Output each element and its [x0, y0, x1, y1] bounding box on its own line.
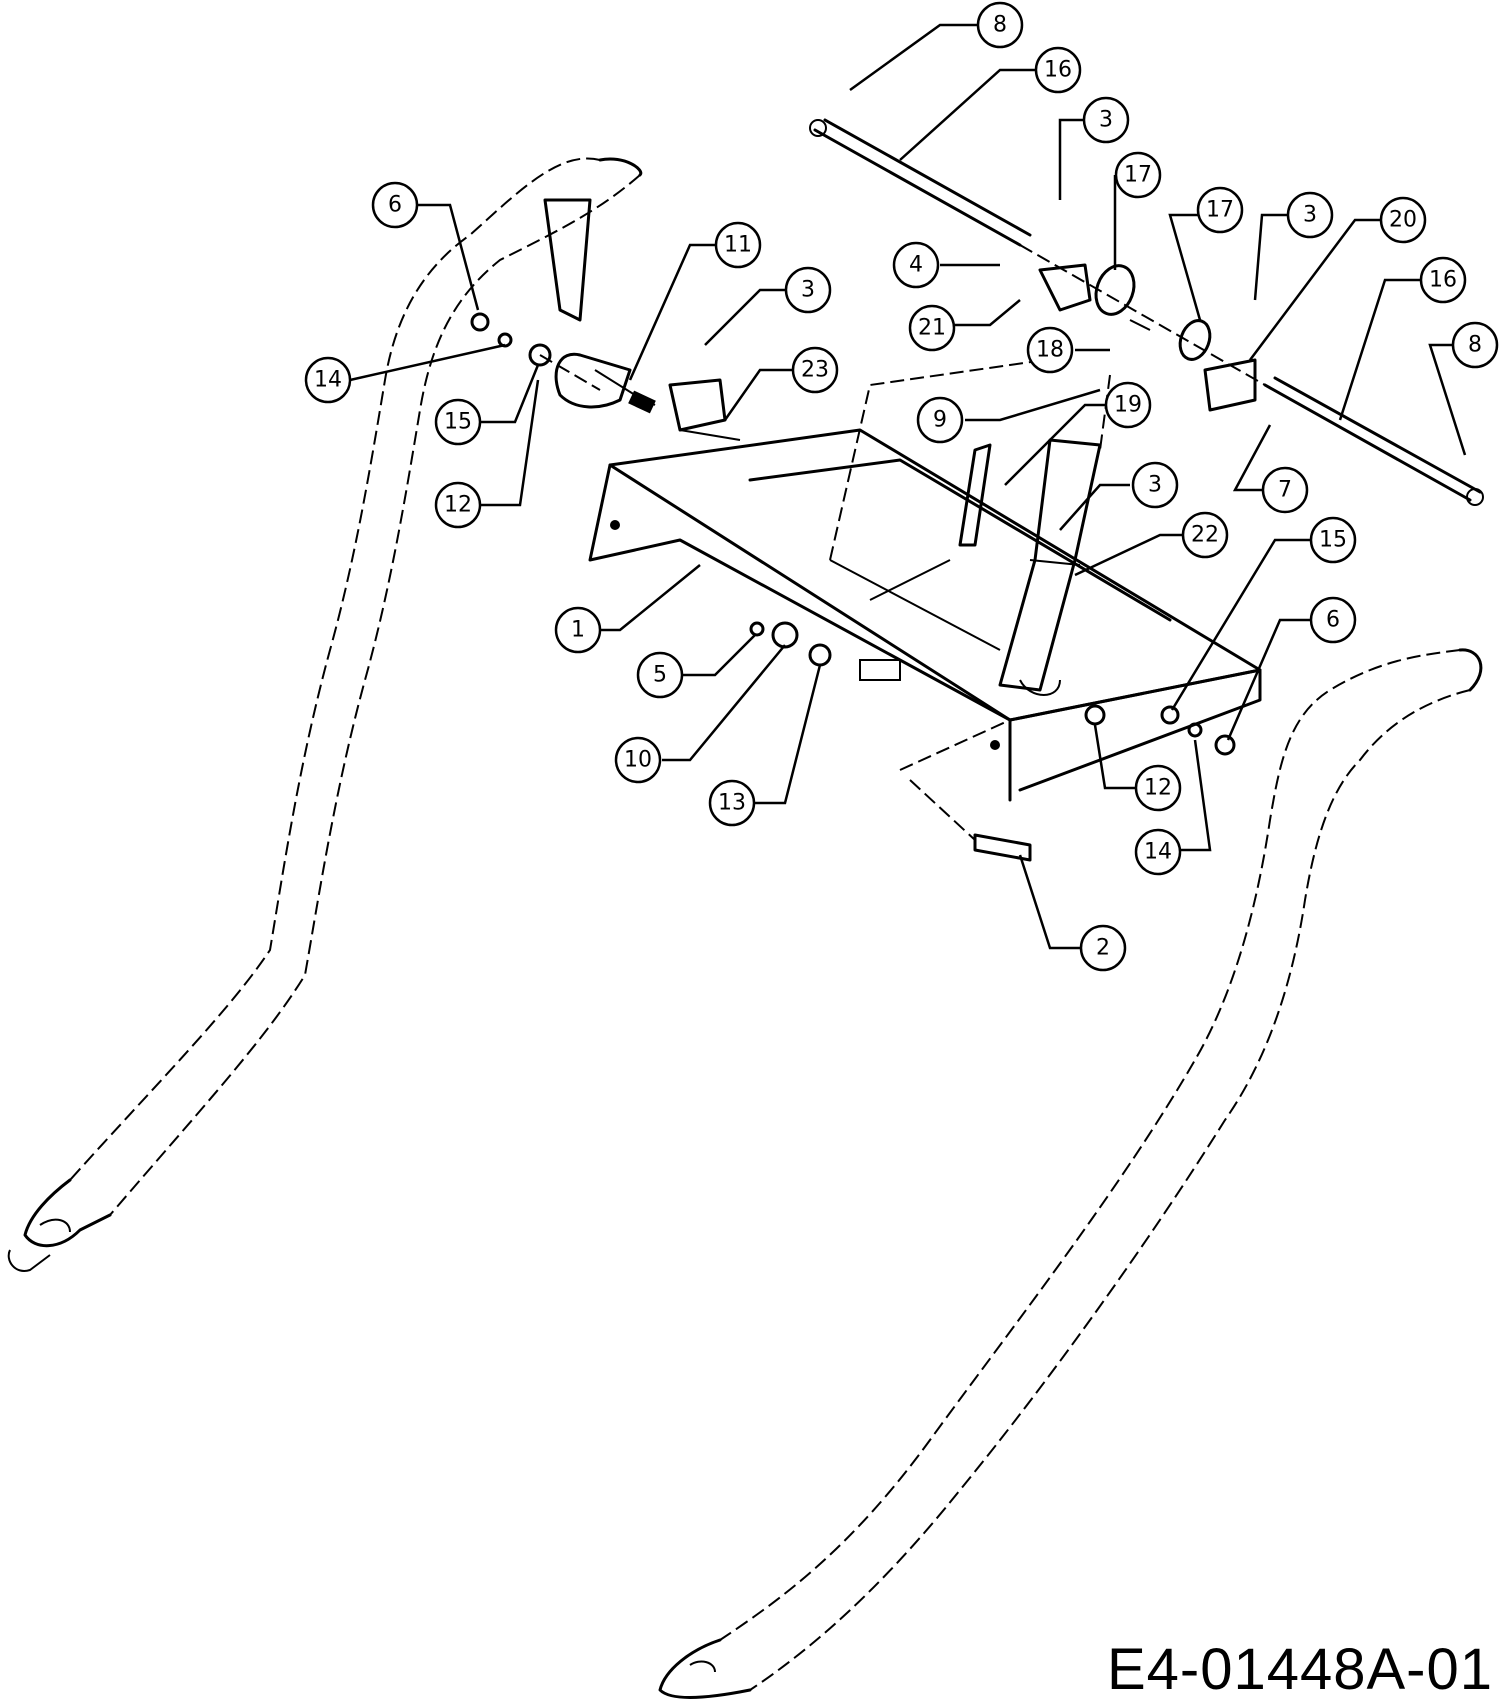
callout-label: 6 [388, 193, 402, 218]
callout-23 [791, 346, 839, 394]
callout-16-top [1034, 46, 1082, 94]
callout-14-left [304, 356, 352, 404]
callout-13 [708, 779, 756, 827]
callout-label: 15 [1319, 528, 1347, 553]
callout-label: 3 [1148, 473, 1162, 498]
callout-21 [908, 304, 956, 352]
callout-3-lower [1131, 461, 1179, 509]
lower-bolt [899, 719, 1032, 862]
callout-4 [892, 241, 940, 289]
callout-label: 17 [1124, 163, 1152, 188]
upper-rods [809, 118, 1484, 506]
callout-label: 22 [1191, 523, 1219, 548]
callout-6-left [371, 181, 419, 229]
callout-2 [1079, 924, 1127, 972]
upper-brackets [1038, 263, 1257, 412]
callout-1 [554, 606, 602, 654]
callout-label: 14 [314, 368, 342, 393]
callout-16-right [1419, 256, 1467, 304]
callout-label: 13 [718, 791, 746, 816]
right-handle-tube [658, 648, 1483, 1699]
callout-label: 23 [801, 358, 829, 383]
callout-17-right [1196, 186, 1244, 234]
callout-label: 1 [571, 618, 585, 643]
callout-label: 16 [1429, 268, 1457, 293]
callout-8-right [1451, 321, 1499, 369]
callout-label: 21 [918, 316, 946, 341]
callout-14-right [1134, 828, 1182, 876]
callout-label: 18 [1036, 338, 1064, 363]
callout-label: 6 [1326, 608, 1340, 633]
callout-11 [714, 221, 762, 269]
callout-3-top [1082, 96, 1130, 144]
callout-22 [1181, 511, 1229, 559]
left-handle-tube [7, 157, 643, 1272]
callout-label: 11 [724, 233, 752, 258]
callout-10 [614, 736, 662, 784]
callout-8-top [976, 1, 1024, 49]
callout-label: 20 [1389, 208, 1417, 233]
callout-3-right [1286, 191, 1334, 239]
callouts: 8 16 3 17 17 3 20 16 8 [304, 1, 1499, 972]
callout-18 [1026, 326, 1074, 374]
callout-15-right [1309, 516, 1357, 564]
callout-label: 12 [1144, 776, 1172, 801]
callout-label: 2 [1096, 936, 1110, 961]
callout-label: 4 [909, 253, 923, 278]
left-upper-arm [543, 198, 656, 414]
callout-label: 10 [624, 748, 652, 773]
callout-12-right [1134, 764, 1182, 812]
callout-3-mid [784, 266, 832, 314]
assembly-lines [539, 354, 1111, 561]
callout-label: 8 [1468, 333, 1482, 358]
callout-label: 14 [1144, 840, 1172, 865]
callout-label: 17 [1206, 198, 1234, 223]
callout-12-left [434, 481, 482, 529]
callout-20 [1379, 196, 1427, 244]
callout-7 [1261, 466, 1309, 514]
callout-label: 19 [1114, 393, 1142, 418]
callout-label: 9 [933, 408, 947, 433]
main-mounting-plate [588, 428, 1262, 802]
callout-label: 7 [1278, 478, 1292, 503]
drawing-code: E4-01448A-01 [1106, 1637, 1493, 1702]
callout-15-left [434, 398, 482, 446]
callout-6-right [1309, 596, 1357, 644]
callout-label: 12 [444, 493, 472, 518]
hardware [470, 312, 1236, 756]
callout-19 [1104, 381, 1152, 429]
callout-label: 3 [1099, 108, 1113, 133]
lower-bracket [668, 378, 741, 441]
callout-5 [636, 651, 684, 699]
callout-label: 3 [801, 278, 815, 303]
callout-label: 5 [653, 663, 667, 688]
callout-9 [916, 396, 964, 444]
callout-label: 15 [444, 410, 472, 435]
callout-17-left [1114, 151, 1162, 199]
callout-label: 3 [1303, 203, 1317, 228]
callout-label: 16 [1044, 58, 1072, 83]
callout-label: 8 [993, 13, 1007, 38]
